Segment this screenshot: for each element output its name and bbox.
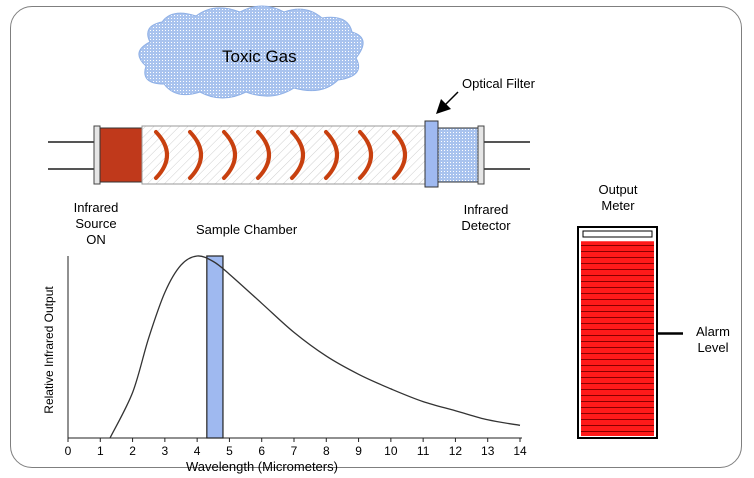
x-tick-label: 5 [226, 444, 233, 458]
x-tick-label: 1 [96, 444, 104, 458]
detector-label-line1: Infrared [463, 202, 509, 217]
infrared-source-label: Infrared Source ON [56, 200, 136, 248]
alarm-level-label: Alarm Level [688, 324, 738, 356]
y-axis-label: Relative Infrared Output [42, 286, 56, 414]
detector-label-line2: Detector [461, 218, 511, 233]
infrared-source [99, 127, 143, 183]
x-tick-label: 12 [448, 444, 463, 458]
output-meter [577, 226, 658, 439]
infrared-wave [392, 130, 407, 180]
x-tick-label: 3 [161, 444, 169, 458]
infrared-wave [154, 130, 169, 180]
x-tick-label: 14 [513, 444, 527, 458]
x-tick-label: 7 [290, 444, 298, 458]
source-label-line2: Source [75, 216, 117, 231]
emission-curve [109, 255, 521, 439]
sample-chamber-tube [141, 125, 426, 185]
toxic-gas-cloud [138, 5, 364, 99]
optical-filter-label: Optical Filter [462, 76, 535, 91]
x-axis-label: Wavelength (Micrometers) [186, 459, 338, 474]
x-tick-label: 13 [481, 444, 495, 458]
infrared-waves [154, 130, 407, 180]
meter-level [581, 241, 654, 436]
source-label-line1: Infrared [73, 200, 119, 215]
meter-label-line1: Output [598, 182, 638, 197]
output-meter-label: Output Meter [578, 182, 658, 214]
filter-arrow [436, 91, 459, 114]
infrared-wave [222, 130, 237, 180]
infrared-wave [324, 130, 339, 180]
detector-cap [477, 125, 485, 185]
source-leads [48, 141, 97, 170]
x-tick-label: 4 [193, 444, 201, 458]
x-tick-marks [67, 438, 521, 442]
infrared-wave [256, 130, 271, 180]
meter-label-line2: Meter [601, 198, 635, 213]
filter-band [206, 255, 224, 439]
infrared-wave [290, 130, 305, 180]
alarm-label-line1: Alarm [696, 324, 730, 339]
slide-frame [10, 6, 742, 468]
infrared-detector [437, 127, 479, 183]
sample-chamber-label: Sample Chamber [196, 222, 298, 237]
chart-axes [67, 256, 522, 439]
infrared-detector-label: Infrared Detector [446, 202, 526, 234]
x-tick-label: 0 [64, 444, 72, 458]
toxic-gas-label: Toxic Gas [222, 47, 297, 66]
x-tick-label: 2 [129, 444, 136, 458]
x-tick-label: 10 [384, 444, 398, 458]
source-cap [93, 125, 101, 185]
x-tick-label: 11 [416, 444, 430, 458]
detector-leads [482, 141, 530, 170]
alarm-label-line2: Level [697, 340, 729, 355]
infrared-wave [188, 130, 203, 180]
x-tick-label: 9 [355, 444, 362, 458]
optical-filter [424, 120, 439, 188]
source-label-line3: ON [86, 232, 106, 247]
infrared-wave [358, 130, 373, 180]
x-tick-label: 8 [322, 444, 330, 458]
x-tick-label: 6 [258, 444, 266, 458]
